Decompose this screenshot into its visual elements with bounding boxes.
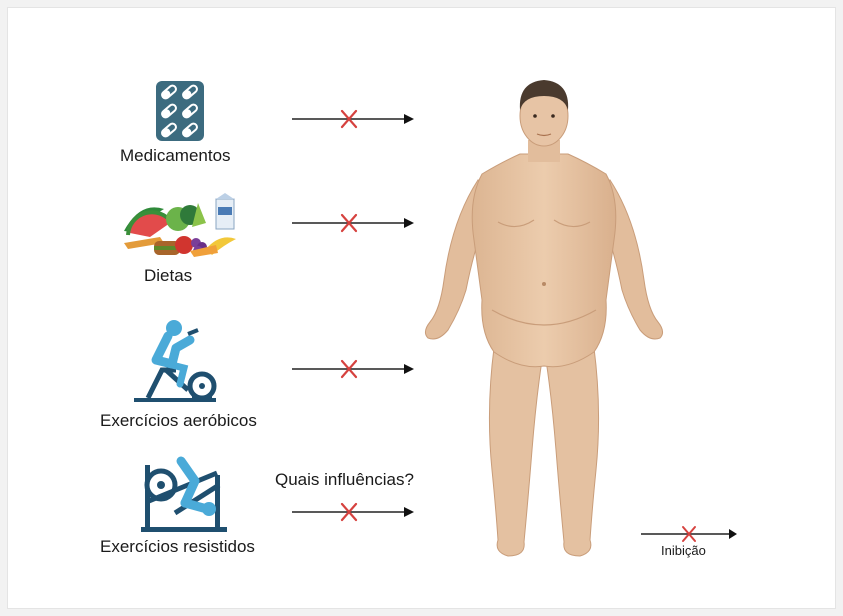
leg-press-machine-icon bbox=[135, 451, 233, 533]
inhibited-arrow-dietas bbox=[292, 212, 414, 234]
inhibited-arrow-exercicios-resistidos bbox=[292, 501, 414, 523]
intervention-label-medicamentos: Medicamentos bbox=[120, 146, 231, 166]
legend-inhibition-arrow bbox=[641, 524, 737, 544]
question-label: Quais influências? bbox=[275, 470, 414, 490]
exercise-bike-icon bbox=[132, 318, 218, 402]
legend-inhibition-label: Inibição bbox=[661, 543, 706, 558]
intervention-label-dietas: Dietas bbox=[144, 266, 192, 286]
food-assortment-icon bbox=[120, 193, 240, 261]
person-with-obesity-icon bbox=[416, 70, 672, 562]
inhibited-arrow-exercicios-aerobicos bbox=[292, 358, 414, 380]
intervention-label-exercicios-aerobicos: Exercícios aeróbicos bbox=[100, 411, 257, 431]
pills-blister-icon bbox=[155, 80, 205, 142]
diagram-canvas: Medicamentos Dietas Exercícios aeróbicos bbox=[7, 7, 836, 609]
intervention-label-exercicios-resistidos: Exercícios resistidos bbox=[100, 537, 255, 557]
inhibited-arrow-medicamentos bbox=[292, 108, 414, 130]
